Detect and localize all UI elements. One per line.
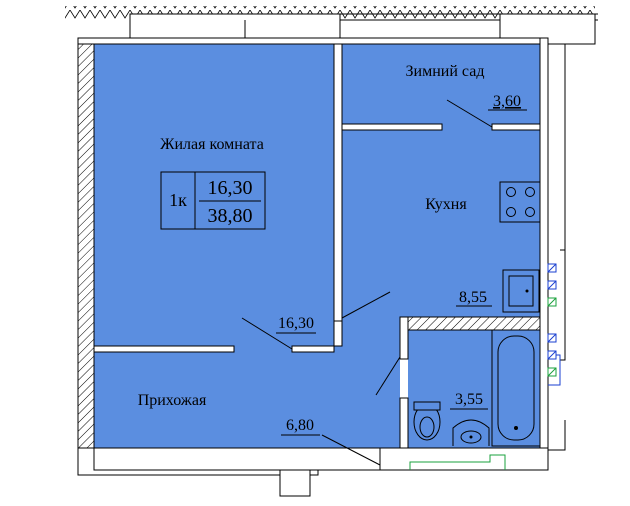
exterior-right bbox=[545, 14, 596, 451]
right-wall bbox=[539, 37, 549, 451]
winter-garden-floor bbox=[342, 44, 540, 130]
apartment-summary: 1к 16,30 38,80 bbox=[160, 171, 266, 230]
partition-hallway bbox=[93, 345, 235, 353]
kitchen-label: Кухня bbox=[425, 196, 467, 213]
hallway-label: Прихожая bbox=[138, 392, 207, 409]
top-wall bbox=[77, 37, 549, 45]
bathroom-left-wall bbox=[399, 316, 409, 360]
left-exterior-wall bbox=[77, 43, 95, 449]
winter-garden-area: 3,60 bbox=[493, 93, 521, 110]
winter-garden-label: Зимний сад bbox=[406, 63, 485, 80]
living-room-area: 16,30 bbox=[278, 315, 314, 332]
stove-icon bbox=[499, 181, 541, 223]
apartment-total-area: 38,80 bbox=[208, 205, 253, 227]
ventilation-line bbox=[409, 454, 506, 470]
apartment-living-area: 16,30 bbox=[208, 177, 253, 199]
partition-living-kitchen bbox=[333, 43, 343, 322]
bathroom-top-wall bbox=[399, 316, 541, 331]
risers bbox=[547, 263, 561, 386]
kitchen-area: 8,55 bbox=[459, 289, 487, 306]
walls bbox=[77, 37, 549, 497]
toilet-icon bbox=[413, 401, 441, 441]
sink-icon bbox=[502, 269, 540, 313]
door-swings bbox=[241, 99, 493, 466]
apartment-type: 1к bbox=[169, 190, 187, 210]
living-room-label: Жилая комната bbox=[160, 136, 264, 153]
bathtub-icon bbox=[491, 329, 541, 447]
labels: Жилая комната Зимний сад Кухня Прихожая … bbox=[138, 63, 527, 436]
corridor-floor bbox=[334, 317, 400, 448]
washbasin-icon bbox=[452, 419, 490, 446]
bathroom-area: 3,55 bbox=[455, 391, 483, 408]
hallway-area: 6,80 bbox=[286, 417, 314, 434]
partition-garden bbox=[341, 123, 443, 131]
floor-areas bbox=[94, 44, 540, 448]
